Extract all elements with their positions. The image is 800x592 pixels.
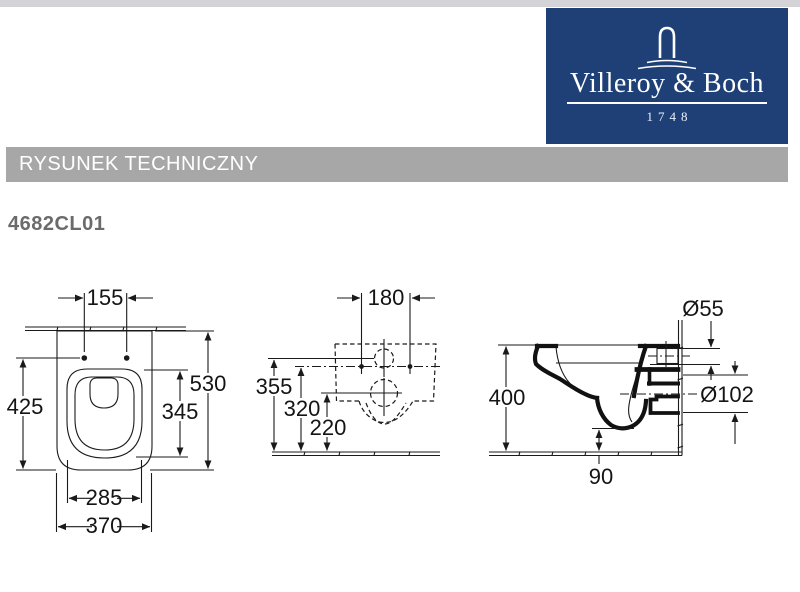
dim-rear-hole-height: 320: [284, 396, 321, 421]
dim-rear-outlet-height: 220: [310, 415, 347, 440]
section-banner-title: RYSUNEK TECHNICZNY: [19, 153, 259, 175]
brand-name: Villeroy & Boch: [566, 70, 767, 104]
dim-rear-inlet-height: 355: [256, 374, 293, 399]
dim-side-depth: 400: [489, 385, 526, 410]
dim-front-left-height: 425: [7, 394, 44, 419]
top-divider: [0, 0, 800, 7]
dim-front-total-width: 370: [86, 513, 123, 538]
brand-year: 1748: [646, 109, 693, 124]
front-view-drawing: 155 530 425 345 285: [4, 285, 228, 538]
rear-view-drawing: 180 355 320 220: [254, 285, 440, 457]
dim-front-inner-height: 345: [162, 399, 199, 424]
dim-front-inner-width: 285: [86, 485, 123, 510]
product-code: 4682CL01: [8, 213, 106, 235]
arch-ripples-icon: [637, 26, 697, 70]
side-view-drawing: 400 90 Ø55 Ø102: [487, 296, 754, 489]
section-banner: RYSUNEK TECHNICZNY: [6, 147, 788, 182]
dim-side-inlet-diameter: Ø55: [682, 296, 724, 321]
dim-rear-hole-spacing: 180: [368, 285, 405, 310]
dim-front-total-height: 530: [190, 371, 227, 396]
dim-side-outlet-diameter: Ø102: [700, 382, 754, 407]
dim-front-hole-spacing: 155: [87, 285, 124, 310]
brand-logo: Villeroy & Boch 1748: [546, 8, 788, 144]
dim-side-floor-clearance: 90: [589, 464, 613, 489]
